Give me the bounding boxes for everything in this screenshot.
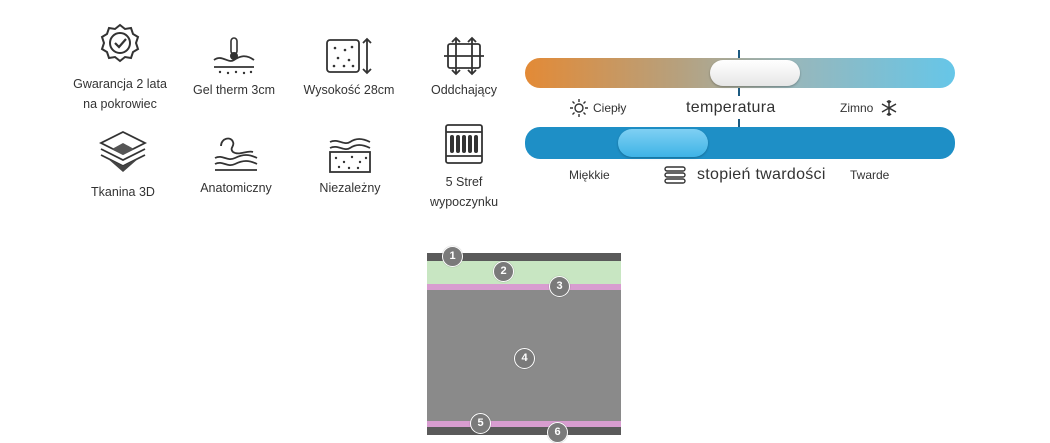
fabric-3d-icon — [99, 130, 147, 172]
feature-label: 5 Stref — [445, 175, 483, 189]
feature-gel-therm: Gel therm 3cm — [174, 36, 294, 100]
removable-cover-icon — [444, 36, 484, 76]
layer-badge-2: 2 — [493, 261, 514, 282]
layer-cover-bottom — [427, 427, 621, 435]
layer-badge-1: 1 — [442, 246, 463, 267]
layer-badge-5: 5 — [470, 413, 491, 434]
sun-icon — [570, 99, 588, 117]
feature-label: Tkanina 3D — [91, 185, 155, 199]
firmness-slider-knob — [618, 129, 708, 157]
temperature-slider-knob — [710, 60, 800, 86]
anatomic-icon — [214, 137, 258, 171]
layer-felt-top — [427, 284, 621, 290]
feature-zones: 5 Stref wypoczynku — [404, 122, 524, 212]
firmness-center-tick — [738, 119, 740, 129]
temperature-title: temperatura — [686, 99, 776, 116]
firmness-soft-label: Miękkie — [569, 168, 610, 182]
mattress-cross-section — [427, 253, 621, 435]
feature-warranty: Gwarancja 2 lata na pokrowiec — [60, 22, 180, 114]
layer-badge-4: 4 — [514, 348, 535, 369]
layer-badge-6: 6 — [547, 422, 568, 443]
firmness-bar — [525, 127, 955, 159]
feature-label: Gwarancja 2 lata — [73, 77, 167, 91]
snowflake-icon — [881, 100, 897, 116]
layer-badge-3: 3 — [549, 276, 570, 297]
temperature-center-tick-top — [738, 50, 740, 58]
feature-label: Niezależny — [319, 181, 381, 195]
firmness-hard-label: Twarde — [850, 168, 890, 182]
feature-label: Oddchający — [430, 83, 497, 97]
feature-breathable: Oddchający — [404, 36, 524, 100]
zones-icon — [445, 124, 483, 164]
height-icon — [326, 37, 372, 75]
feature-anatomic: Anatomiczny — [176, 132, 296, 198]
feature-label: Anatomiczny — [200, 181, 272, 195]
temperature-warm-label: Ciepły — [593, 101, 627, 115]
feature-fabric-3d: Tkanina 3D — [63, 130, 183, 202]
mattress-layers-icon — [664, 166, 686, 184]
feature-label-line2: wypoczynku — [429, 195, 499, 209]
feature-independent: Niezależny — [290, 134, 410, 198]
feature-height: Wysokość 28cm — [289, 36, 409, 100]
layer-cover-top — [427, 253, 621, 261]
feature-label: Gel therm 3cm — [193, 83, 275, 97]
independent-springs-icon — [329, 138, 371, 173]
layer-gel — [427, 261, 621, 284]
temperature-cold-label: Zimno — [840, 101, 874, 115]
firmness-title: stopień twardości — [697, 166, 826, 183]
feature-label: Wysokość 28cm — [303, 83, 395, 97]
feature-label-line2: na pokrowiec — [83, 97, 157, 111]
warranty-badge-icon — [100, 23, 140, 63]
gel-therm-icon — [213, 37, 255, 75]
temperature-bar — [525, 58, 955, 88]
layer-felt-bottom — [427, 421, 621, 427]
